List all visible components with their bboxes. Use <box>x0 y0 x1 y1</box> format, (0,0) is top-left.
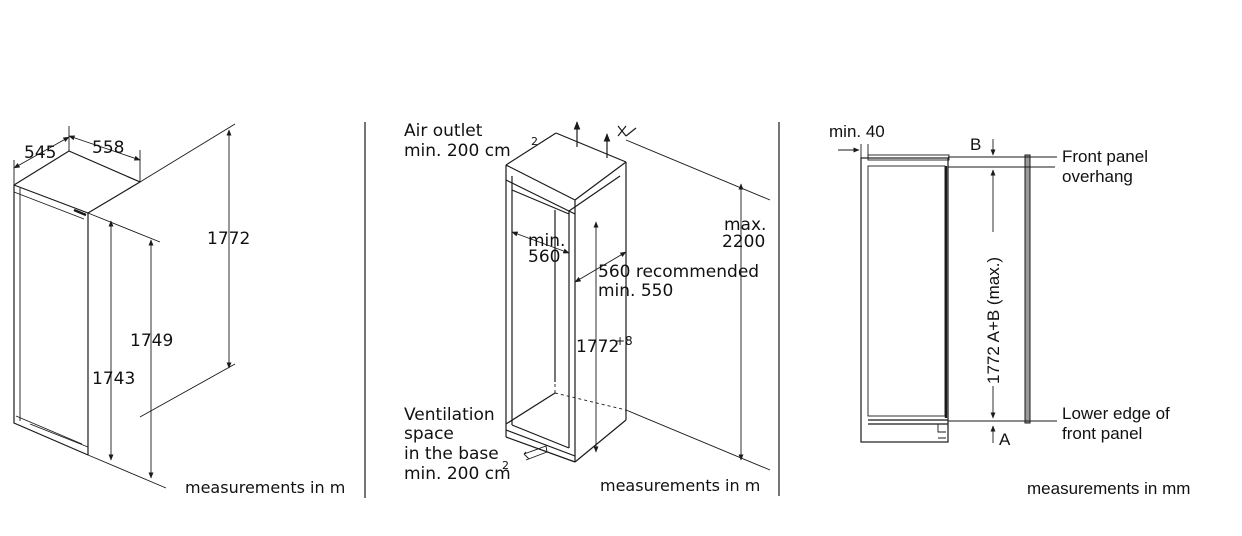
vertical-formula-dimension: 1772 A+B (max.) <box>984 169 1003 419</box>
front-panel-overhang: overhang <box>1062 167 1133 186</box>
min-gap-label: min. 40 <box>829 122 885 141</box>
niche-height-dimension: 1772 +8 <box>576 221 633 453</box>
vent-label-4: min. 200 cm <box>404 464 511 484</box>
label-a: A <box>999 430 1011 449</box>
ventilation-arrow <box>523 445 548 461</box>
total-height-label: 1772 <box>207 229 250 249</box>
vent-label-2: space <box>404 424 454 444</box>
width-label: 558 <box>92 138 124 158</box>
vent-label-1: Ventilation <box>404 405 495 425</box>
niche-height-tolerance: +8 <box>615 334 633 348</box>
measurements-caption-3: measurements in mm <box>1027 479 1190 498</box>
door-height-dimension: 1749 <box>87 212 173 489</box>
lower-edge-label: Lower edge of <box>1062 404 1170 423</box>
max-height-dimension: max. 2200 <box>625 139 771 471</box>
door-height-label: 1749 <box>130 331 173 351</box>
niche-height-label: 1772 <box>576 337 619 357</box>
panel-niche: Air outlet min. 200 cm 2 min. 560 560 re… <box>404 121 771 495</box>
front-panel-board <box>1024 154 1031 424</box>
air-outlet-area: min. 200 cm <box>404 141 511 161</box>
width-dimension: 558 <box>68 135 141 182</box>
max-height-value: 2200 <box>722 232 765 252</box>
min-gap-dimension: min. 40 <box>829 122 885 158</box>
depth-recommended: 560 recommended <box>598 262 759 282</box>
appliance-body <box>13 150 142 456</box>
vent-superscript: 2 <box>502 459 509 472</box>
niche-width-dimension: min. 560 <box>511 231 570 267</box>
max-height-label: max. <box>724 215 766 235</box>
niche-width-min: min. <box>528 231 565 251</box>
measurements-caption-2: measurements in m <box>600 476 760 495</box>
vent-label-3: in the base <box>404 444 499 464</box>
side-view-body <box>860 154 1031 443</box>
measurements-caption-1: measurements in m <box>185 478 345 497</box>
total-height-dimension: 1772 <box>139 123 250 418</box>
vertical-formula-label: 1772 A+B (max.) <box>984 257 1003 384</box>
depth-label: 545 <box>24 143 56 163</box>
niche-width-value: 560 <box>528 247 560 267</box>
depth-min: min. 550 <box>598 281 673 301</box>
niche-depth-dimension: 560 recommended min. 550 <box>574 251 759 301</box>
air-outlet-label: Air outlet <box>404 121 483 141</box>
front-panel-label: Front panel <box>1062 147 1148 166</box>
air-outlet-arrows <box>573 121 637 158</box>
body-height-dimension: 1743 <box>92 220 135 461</box>
label-b: B <box>970 135 981 154</box>
air-outlet-superscript: 2 <box>531 135 538 148</box>
niche-outline <box>505 132 627 463</box>
lower-edge-front-panel: front panel <box>1062 424 1142 443</box>
panel-side-view: min. 40 B A Front panel overhang Lower e… <box>829 122 1190 498</box>
panel-appliance: 545 558 1772 1749 1743 measurements in m <box>13 123 345 497</box>
body-height-label: 1743 <box>92 369 135 389</box>
